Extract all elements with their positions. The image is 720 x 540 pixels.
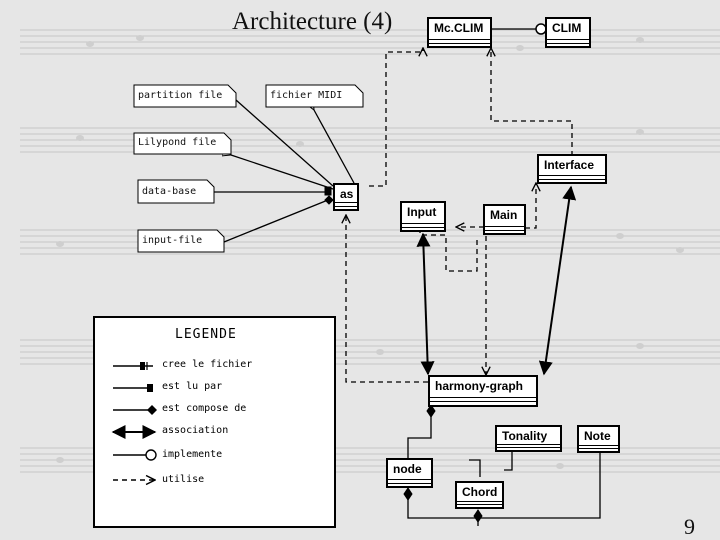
as-composed-diamond: [324, 195, 334, 205]
midi-file-note: fichier MIDI: [270, 90, 343, 101]
input-loop: [419, 228, 478, 272]
note-shape-input-file: [137, 229, 225, 253]
database-note: data-base: [142, 186, 197, 197]
class-node: node: [386, 458, 433, 488]
lilypond-file-note: Lilypond file: [138, 137, 217, 148]
class-chord: Chord: [455, 481, 504, 509]
node-chord-link: [469, 459, 481, 477]
class-main-name: Main: [490, 208, 518, 222]
class-harmony-graph-name: harmony-graph: [435, 379, 524, 393]
class-as-name: as: [340, 187, 354, 201]
class-input-name: Input: [407, 205, 437, 219]
legend-item-implements: implemente: [162, 449, 223, 460]
as-create-square: [324, 186, 332, 196]
midi-file-link: [314, 110, 355, 184]
main-uses-interface: [525, 183, 536, 229]
legend-symbols: [111, 362, 157, 528]
legend-item-association: association: [162, 425, 229, 436]
partition-file-note: partition file: [138, 90, 223, 101]
input-file-note: input-file: [142, 235, 203, 246]
class-mcclim: Mc.CLIM: [427, 17, 492, 48]
note-shape-partition: [133, 84, 237, 108]
class-clim-name: CLIM: [552, 21, 582, 35]
legend-item-composed: est compose de: [162, 403, 247, 414]
note-shape-lilypond: [133, 132, 232, 155]
page-number: 9: [684, 514, 695, 539]
class-main: Main: [483, 204, 526, 235]
legend-box: LEGENDE cree le fichier est lu par est c…: [93, 316, 336, 528]
note-shape-midi: [265, 84, 364, 108]
legend-item-uses: utilise: [162, 474, 205, 485]
harmony-graph-uses-as: [346, 215, 428, 383]
input-file-link: [224, 199, 329, 242]
tonality-chord-link: [504, 451, 513, 471]
chord-note-link: [478, 453, 601, 519]
class-as: as: [333, 183, 359, 211]
class-input: Input: [400, 201, 446, 232]
class-note: Note: [577, 425, 620, 453]
harmony-graph-node-link: [407, 407, 432, 458]
legend-item-read: est lu par: [162, 381, 223, 392]
as-uses-mcclim: [369, 48, 423, 187]
partition-file-link: [236, 100, 334, 187]
node-diamond: [403, 487, 413, 501]
class-tonality: Tonality: [495, 425, 562, 452]
class-clim: CLIM: [545, 17, 591, 48]
note-shape-database: [137, 179, 215, 204]
class-mcclim-name: Mc.CLIM: [434, 21, 484, 35]
class-note-name: Note: [584, 429, 611, 443]
class-tonality-name: Tonality: [502, 429, 548, 443]
harmony-graph-diamond: [426, 404, 436, 418]
class-node-name: node: [393, 462, 422, 476]
class-chord-name: Chord: [462, 485, 498, 499]
slide-title: Architecture (4): [232, 8, 393, 35]
interface-harmony-graph-association: [538, 185, 577, 376]
input-harmony-graph-association: [416, 232, 435, 376]
lilypond-file-link: [231, 155, 334, 190]
class-interface: Interface: [537, 154, 607, 184]
legend-item-create: cree le fichier: [162, 359, 253, 370]
class-harmony-graph: harmony-graph: [428, 375, 538, 407]
class-interface-name: Interface: [544, 158, 595, 172]
chord-diamond: [473, 509, 483, 523]
interface-uses-mcclim: [491, 48, 573, 156]
legend-title: LEGENDE: [175, 327, 237, 342]
